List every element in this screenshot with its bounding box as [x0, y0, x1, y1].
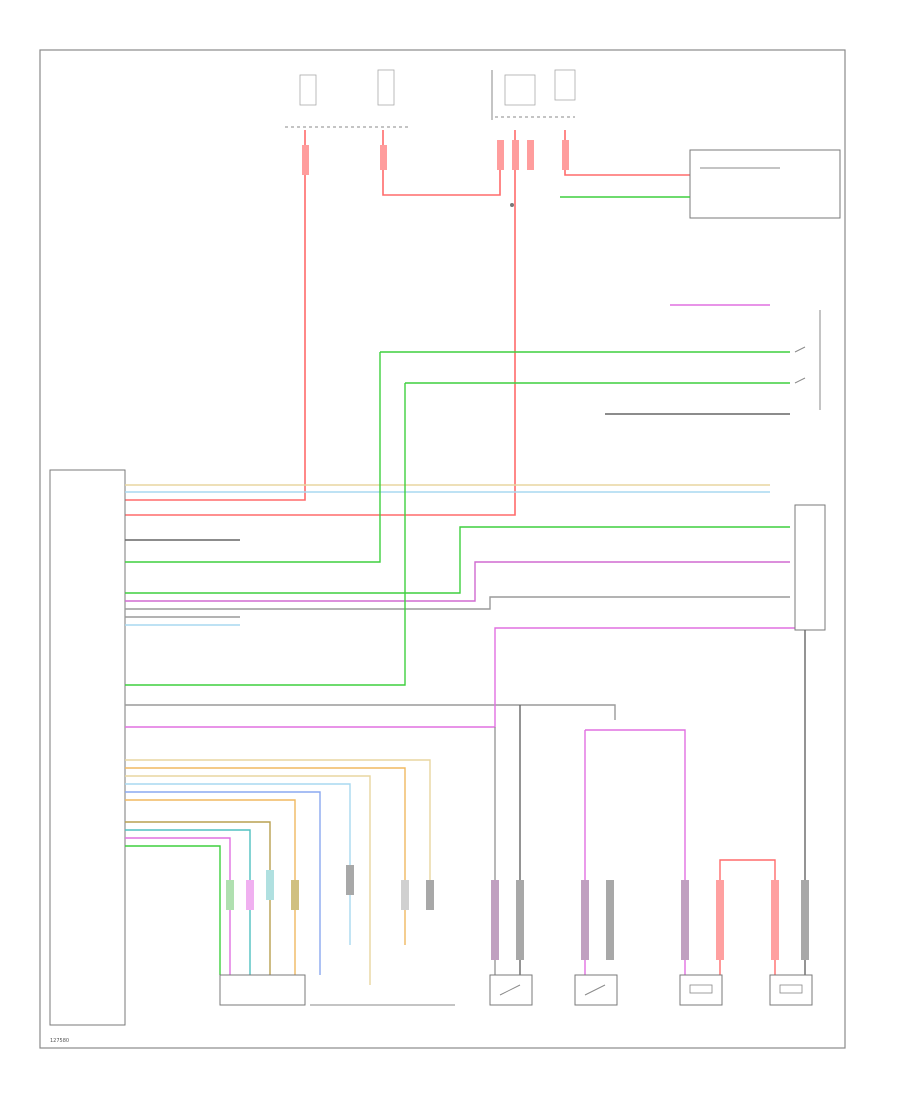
lower-connectors: [226, 865, 809, 960]
right-switch-box: [794, 504, 826, 631]
instrument-cluster-box: [689, 149, 841, 219]
footer-code: 127580: [50, 1038, 69, 1044]
lower-wires: [125, 630, 806, 985]
fuse-block-area: [285, 69, 576, 128]
module-box: [49, 469, 126, 1026]
power-wires: [125, 130, 690, 516]
fuse-connectors: [302, 140, 569, 207]
switch-upper: [380, 304, 821, 415]
diagram-frame: [39, 49, 846, 1049]
bottom-components: [219, 974, 813, 1006]
module-wires: [125, 352, 800, 728]
